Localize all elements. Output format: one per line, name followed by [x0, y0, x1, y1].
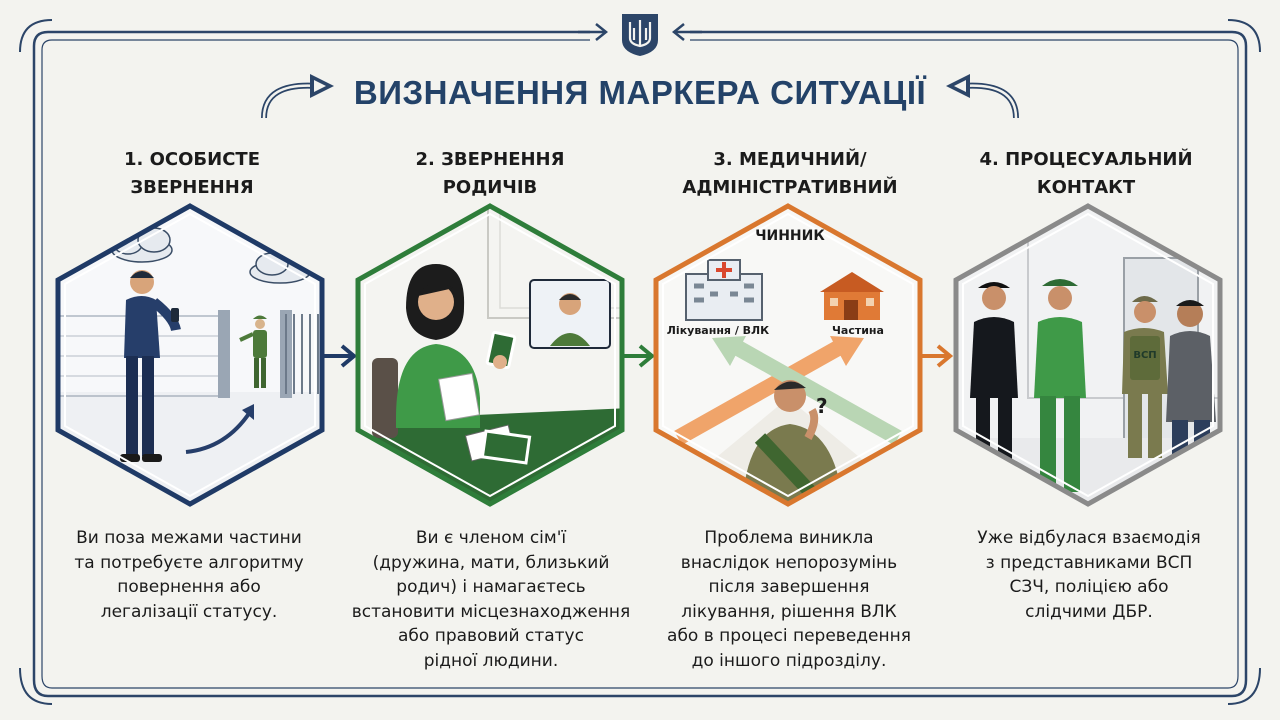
top-arrow-left-icon: [578, 23, 609, 41]
hexagon-procedural-contact: ВСП: [953, 203, 1223, 507]
soldier-figure: [239, 315, 267, 388]
hexagon-personal-appeal: [55, 203, 325, 507]
green-uniform-officer-figure: [1034, 279, 1086, 492]
column-1-description: Ви поза межами частини та потребуєте алг…: [74, 528, 304, 622]
video-call-screen: [529, 279, 611, 349]
option-treatment-label: Лікування / ВЛК: [666, 324, 770, 337]
column-3-heading: 3. МЕДИЧНИЙ/ АДМІНІСТРАТИВНИЙ: [682, 149, 898, 198]
column-4-heading: 4. ПРОЦЕСУАЛЬНИЙ КОНТАКТ: [979, 149, 1193, 198]
curved-arrow-right-icon: [261, 74, 334, 119]
hexagon-relatives-appeal: [355, 203, 625, 507]
vsp-badge: ВСП: [1133, 350, 1156, 361]
top-arrow-right-icon: [671, 23, 702, 41]
column-1-heading: 1. ОСОБИСТЕ ЗВЕРНЕННЯ: [123, 149, 260, 198]
trident-emblem-icon: [622, 14, 658, 56]
column-3-description: Проблема виникла внаслідок непорозумінь …: [667, 528, 911, 671]
column-2-heading: 2. ЗВЕРНЕННЯ РОДИЧІВ: [415, 149, 565, 198]
man-with-phone-figure: [120, 270, 181, 462]
barracks-icon: [820, 272, 884, 320]
woman-figure: [396, 264, 517, 428]
chevron-right-icon: [920, 344, 954, 368]
hospital-icon: [685, 259, 763, 321]
column-2-description: Ви є членом сім'ї (дружина, мати, близьк…: [351, 528, 631, 671]
hexagon-medical-admin: [653, 203, 923, 507]
curved-arrow-left-icon: [946, 74, 1019, 119]
chevron-right-icon: [622, 344, 656, 368]
chevron-right-icon: [324, 344, 358, 368]
column-4-description: Уже відбулася взаємодія з представниками…: [977, 528, 1201, 622]
question-mark-icon: ?: [816, 394, 828, 418]
option-unit-label: Частина: [832, 324, 884, 337]
factor-label: ЧИННИК: [755, 228, 825, 244]
page-title: ВИЗНАЧЕННЯ МАРКЕРА СИТУАЦІЇ: [353, 74, 927, 111]
military-police-soldier-figure: ВСП: [1122, 296, 1168, 458]
